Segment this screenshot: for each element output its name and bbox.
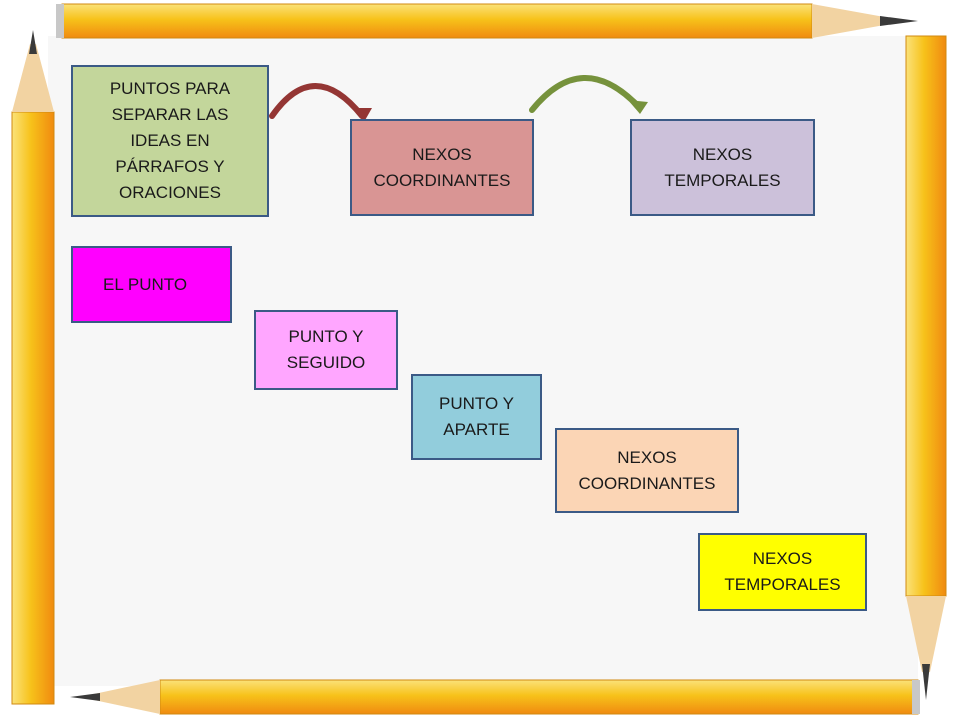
- box-nexos-temporales-top-label: NEXOS TEMPORALES: [664, 144, 781, 190]
- box-nexos-coordinantes-top: NEXOS COORDINANTES: [350, 119, 534, 216]
- box-puntos-para-separar-label: PUNTOS PARA SEPARAR LAS IDEAS EN PÁRRAFO…: [109, 79, 231, 202]
- step-el-punto-label: EL PUNTO: [103, 274, 188, 294]
- arrow-green-curved: [529, 75, 648, 114]
- step-punto-y-aparte-label: PUNTO Y APARTE: [439, 394, 514, 439]
- step-nexos-temporales: NEXOS TEMPORALES: [698, 533, 867, 611]
- step-punto-y-aparte: PUNTO Y APARTE: [411, 374, 542, 460]
- box-puntos-para-separar: PUNTOS PARA SEPARAR LAS IDEAS EN PÁRRAFO…: [71, 65, 269, 217]
- step-punto-y-seguido: PUNTO Y SEGUIDO: [254, 310, 398, 390]
- step-punto-y-seguido-label: PUNTO Y SEGUIDO: [286, 327, 366, 372]
- step-nexos-coordinantes-label: NEXOS COORDINANTES: [578, 447, 716, 493]
- step-nexos-temporales-label: NEXOS TEMPORALES: [724, 549, 841, 594]
- pencil-left: [11, 30, 55, 705]
- pencil-top: [56, 3, 918, 39]
- step-nexos-coordinantes: NEXOS COORDINANTES: [555, 428, 739, 513]
- pencil-right: [905, 35, 947, 700]
- step-el-punto: EL PUNTO: [71, 246, 232, 323]
- pencil-bottom: [70, 679, 920, 715]
- arrow-red-curved: [269, 83, 372, 122]
- box-nexos-coordinantes-top-label: NEXOS COORDINANTES: [373, 144, 511, 190]
- box-nexos-temporales-top: NEXOS TEMPORALES: [630, 119, 815, 216]
